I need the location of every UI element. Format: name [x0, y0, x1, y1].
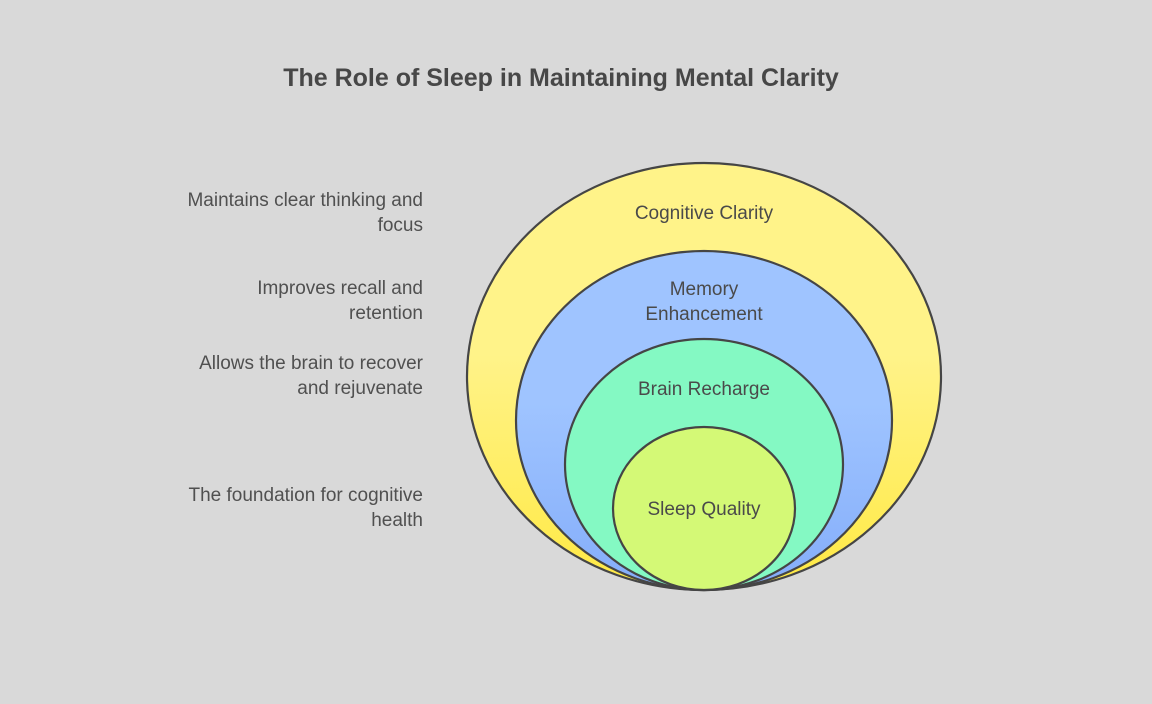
description-brain-recharge: Allows the brain to recover and rejuvena… [199, 353, 423, 399]
diagram-title: The Role of Sleep in Maintaining Mental … [283, 64, 839, 92]
description-memory-enhancement: Improves recall and retention [257, 278, 423, 324]
ring-label-sleep-quality: Sleep Quality [647, 499, 761, 520]
ring-label-memory-enhancement: Memory [670, 279, 739, 300]
description-cognitive-clarity: Maintains clear thinking and focus [187, 190, 423, 236]
description-sleep-quality: The foundation for cognitive health [188, 485, 424, 531]
ring-label-brain-recharge: Brain Recharge [638, 379, 770, 400]
ring-sleep-quality [611, 425, 797, 592]
ring-label-memory-enhancement: Enhancement [645, 304, 763, 325]
ring-label-cognitive-clarity: Cognitive Clarity [635, 203, 774, 224]
